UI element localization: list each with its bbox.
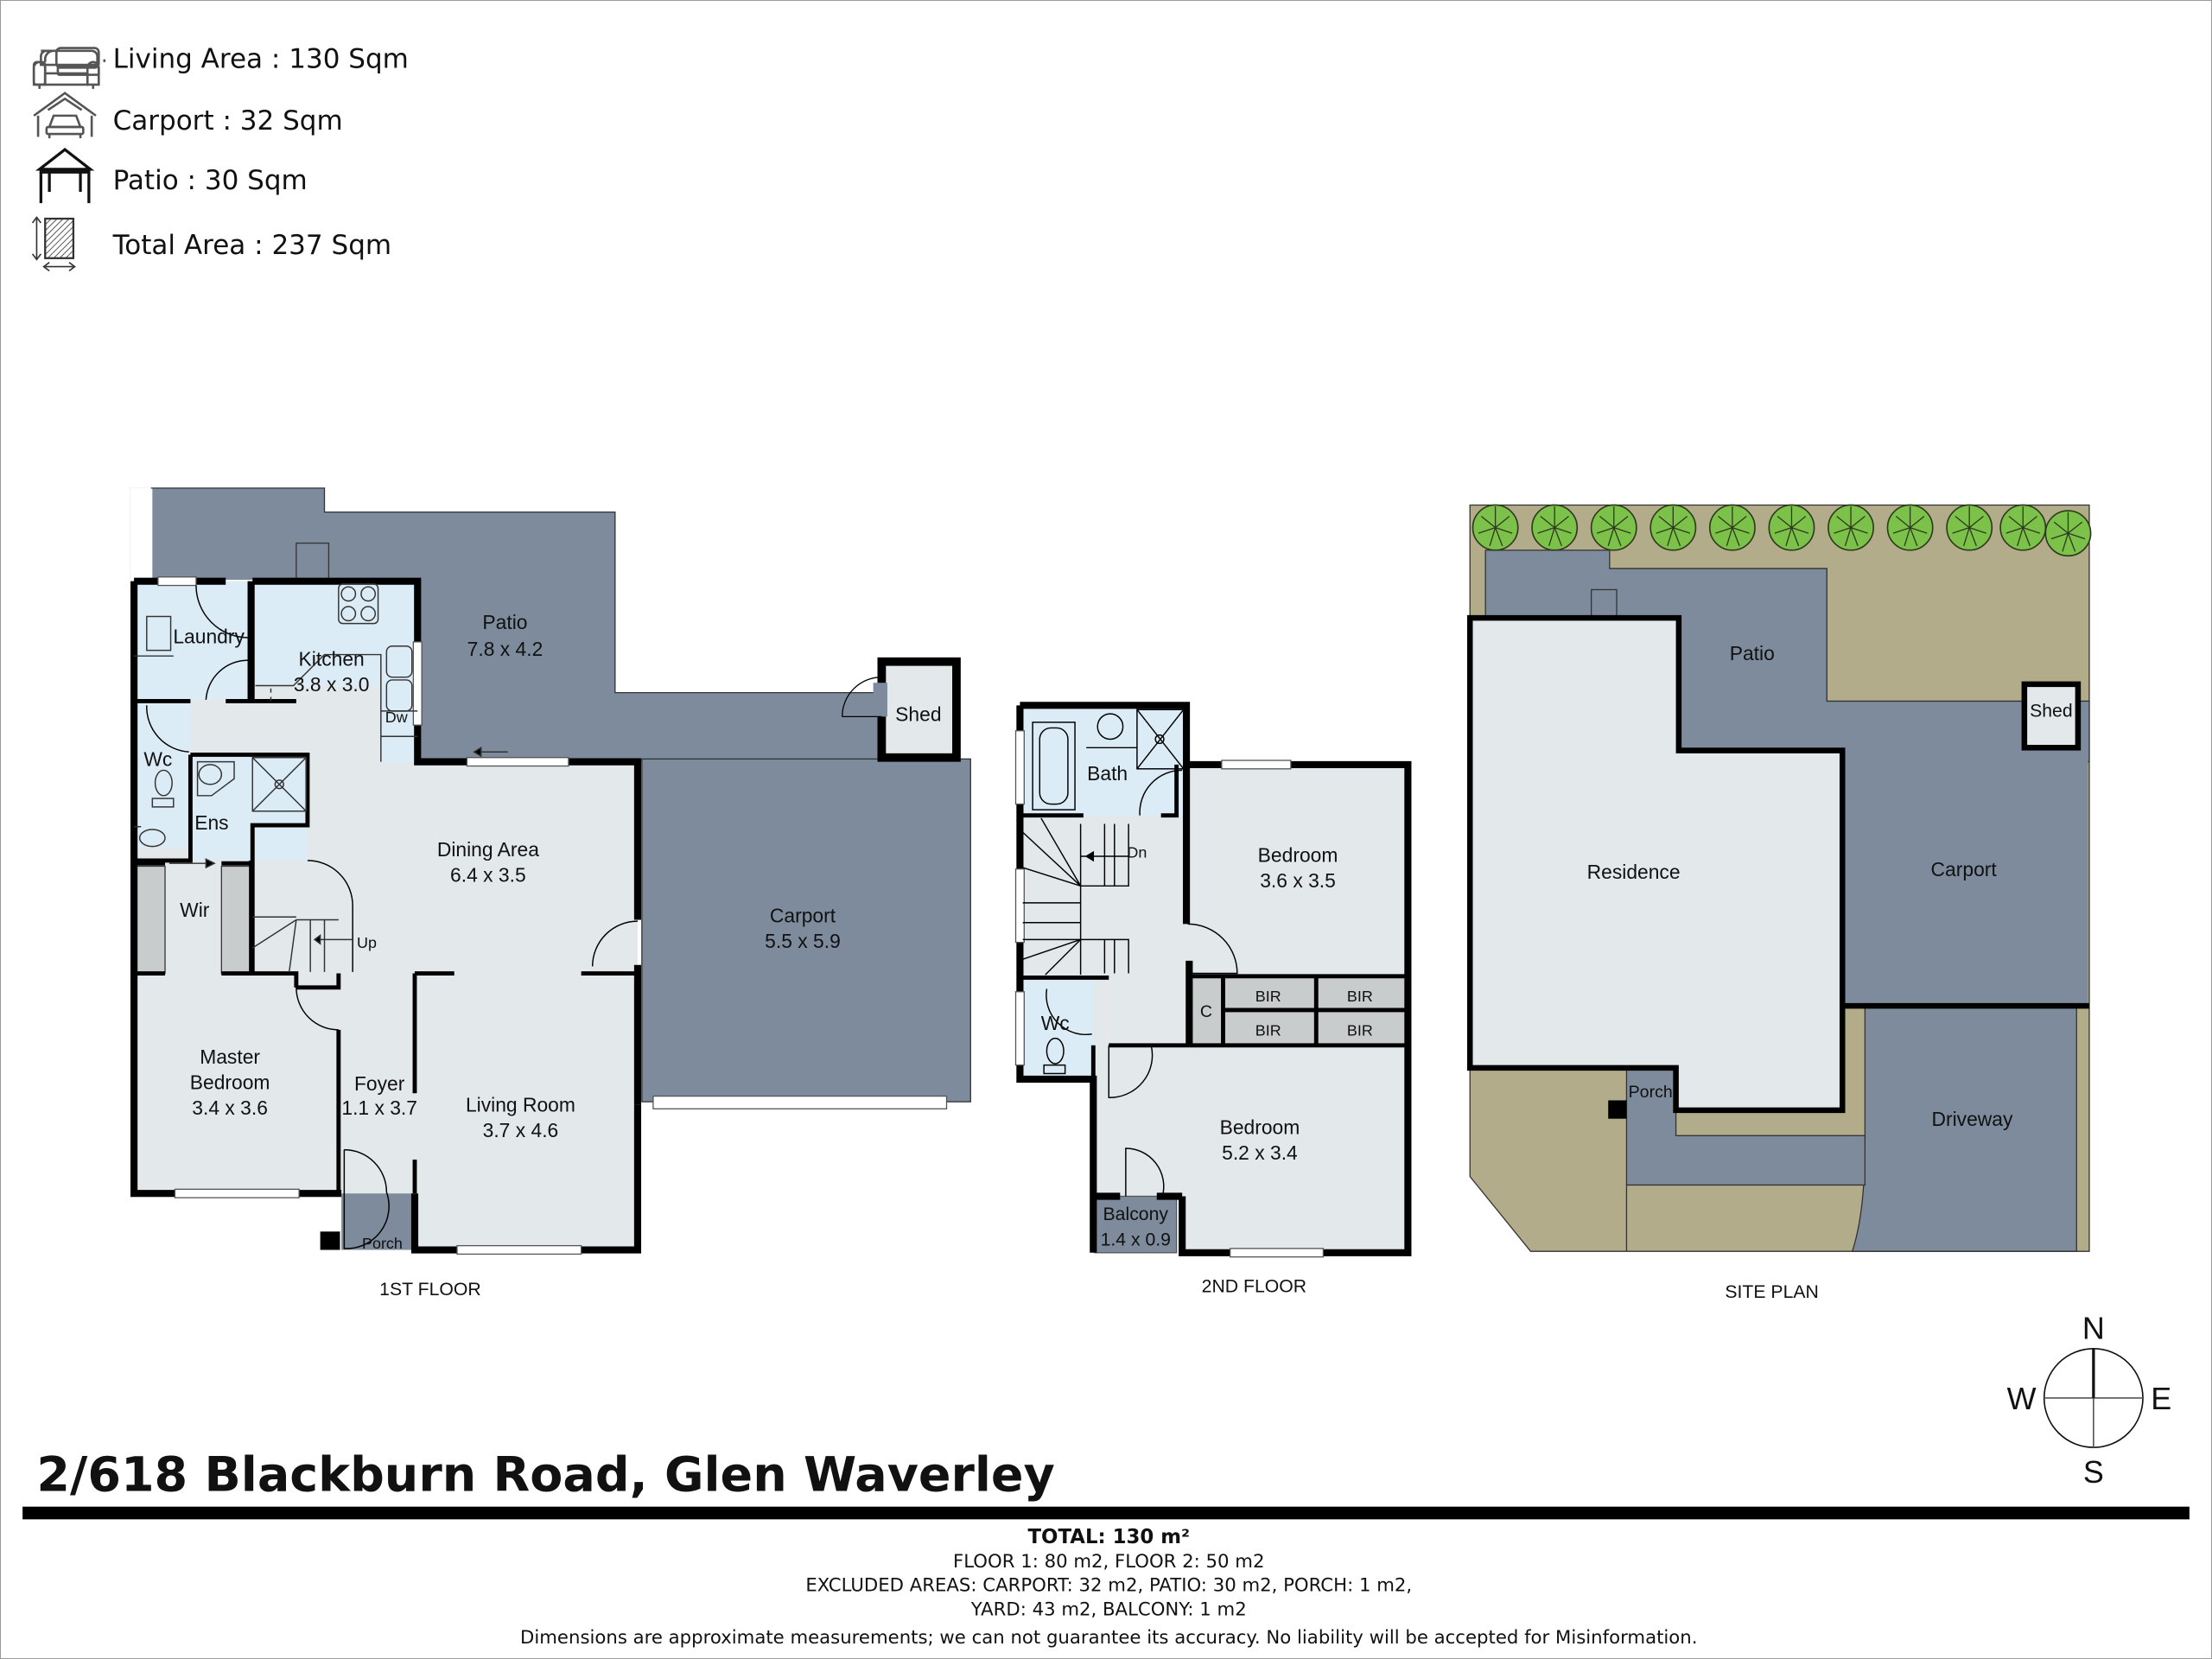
room-carport-name: Carport	[770, 905, 836, 927]
room-bedroom2-name: Bedroom	[1220, 1116, 1300, 1139]
balcony-area	[1094, 1195, 1178, 1254]
room-patio-name: Patio	[482, 611, 527, 633]
room-dw-name: Dw	[385, 709, 408, 726]
room-wc2-name: Wc	[1041, 1012, 1070, 1034]
room-foyer-dims: 1.1 x 3.7	[341, 1096, 417, 1119]
disclaimer: Dimensions are approximate measurements;…	[520, 1627, 1697, 1649]
room-dining-name: Dining Area	[437, 838, 539, 861]
area-summary: TOTAL: 130 m² FLOOR 1: 80 m2, FLOOR 2: 5…	[520, 1526, 1697, 1649]
legend-carport: Carport : 32 Sqm	[113, 105, 343, 137]
tree-icon	[1531, 504, 1579, 551]
interior-floor	[134, 581, 638, 1250]
site-carport	[1845, 750, 2088, 1007]
legend-total-area: Total Area : 237 Sqm	[112, 230, 391, 261]
site-patio-label: Patio	[1730, 642, 1775, 664]
tree-icon	[1946, 504, 1993, 551]
legend: Living Area : 130 Sqm Carport : 32 Sqm P…	[31, 43, 409, 272]
closet-label: C	[1200, 1002, 1212, 1021]
room-bath-name: Bath	[1087, 762, 1128, 785]
room-balcony-dims: 1.4 x 0.9	[1101, 1230, 1171, 1250]
tree-icon	[1827, 504, 1874, 551]
room-master-dims: 3.4 x 3.6	[192, 1096, 268, 1119]
site-shed	[2021, 681, 2082, 751]
chimney	[296, 542, 330, 581]
compass-east: E	[2151, 1381, 2171, 1416]
title-rule	[22, 1506, 2190, 1520]
site-residence	[1466, 614, 1846, 1114]
bir-label-1: BIR	[1255, 988, 1281, 1005]
room-foyer-name: Foyer	[354, 1072, 405, 1095]
site-porch-label: Porch	[1629, 1083, 1673, 1102]
site-carport-label: Carport	[1931, 858, 1998, 880]
tree-icon	[1886, 504, 1934, 551]
room-kitchen-name: Kitchen	[299, 648, 365, 671]
patio-icon	[35, 147, 95, 204]
stairs-up-label: Up	[357, 934, 377, 951]
summary-floors: FLOOR 1: 80 m2, FLOOR 2: 50 m2	[953, 1551, 1264, 1573]
tree-icon	[1471, 504, 1519, 551]
tree-icon	[1590, 504, 1637, 551]
room-patio-dims: 7.8 x 4.2	[467, 638, 543, 660]
site-residence-label: Residence	[1587, 861, 1681, 883]
property-address: 2/618 Blackburn Road, Glen Waverley	[36, 1447, 1054, 1503]
tree-icon	[2044, 510, 2092, 557]
room-bedroom2-dims: 5.2 x 3.4	[1222, 1141, 1298, 1164]
room-ens-name: Ens	[194, 811, 228, 834]
summary-total: TOTAL: 130 m²	[1027, 1526, 1190, 1548]
room-kitchen-dims: 3.8 x 3.0	[294, 673, 370, 696]
compass-west: W	[2007, 1381, 2037, 1416]
floor-2-caption: 2ND FLOOR	[1202, 1277, 1306, 1297]
room-master-line1: Master	[200, 1046, 260, 1068]
site-shed-label: Shed	[2030, 701, 2073, 721]
bir-label-2: BIR	[1347, 988, 1373, 1005]
room-living-name: Living Room	[466, 1094, 575, 1116]
site-plan-caption: SITE PLAN	[1725, 1282, 1819, 1302]
tree-icon	[1649, 504, 1697, 551]
compass-north: N	[2082, 1310, 2105, 1345]
compass-south: S	[2083, 1454, 2104, 1490]
bir-label-3: BIR	[1255, 1021, 1281, 1039]
room-living-dims: 3.7 x 4.6	[483, 1119, 559, 1141]
legend-living-area: Living Area : 130 Sqm	[113, 43, 409, 74]
stairs-down-label: Dn	[1127, 844, 1147, 861]
room-laundry-name: Laundry	[173, 625, 245, 647]
floor-1-caption: 1ST FLOOR	[379, 1280, 481, 1300]
room-bedroom1-name: Bedroom	[1258, 844, 1338, 867]
tree-row	[1471, 504, 2092, 557]
site-driveway-label: Driveway	[1931, 1108, 2013, 1130]
room-wc-name: Wc	[143, 748, 172, 771]
total-area-icon	[31, 216, 76, 272]
room-porch-name: Porch	[362, 1235, 403, 1252]
carport-icon	[33, 92, 97, 138]
carport-area	[641, 758, 971, 1103]
room-master-line2: Bedroom	[190, 1071, 270, 1093]
room-bedroom1-dims: 3.6 x 3.5	[1260, 869, 1336, 892]
room-balcony-name: Balcony	[1103, 1205, 1169, 1224]
summary-excluded-2: YARD: 43 m2, BALCONY: 1 m2	[970, 1599, 1247, 1620]
room-shed-name: Shed	[895, 702, 941, 725]
summary-excluded-1: EXCLUDED AREAS: CARPORT: 32 m2, PATIO: 3…	[805, 1575, 1412, 1597]
room-carport-dims: 5.5 x 5.9	[765, 930, 841, 952]
site-plan: Patio Shed Residence Carport Porch Drive…	[1466, 504, 2092, 1302]
tree-icon	[1708, 504, 1756, 551]
tree-icon	[1768, 504, 1815, 551]
porch-area	[341, 1193, 412, 1250]
compass-icon: N W E S	[2007, 1310, 2172, 1490]
shed	[877, 657, 961, 762]
room-wir-name: Wir	[180, 899, 210, 921]
sofa-icon	[32, 47, 106, 89]
room-dining-dims: 6.4 x 3.5	[450, 863, 526, 886]
tree-icon	[1999, 504, 2047, 551]
floor-1-plan: Patio 7.8 x 4.2 Laundry Kitchen 3.8 x 3.…	[130, 487, 971, 1300]
bir-label-4: BIR	[1347, 1021, 1373, 1039]
floor-2-plan: Bath Dn Wc Bedroom 3.6 x 3.5 C BIR BIR B…	[1014, 702, 1412, 1297]
legend-patio: Patio : 30 Sqm	[113, 165, 308, 196]
